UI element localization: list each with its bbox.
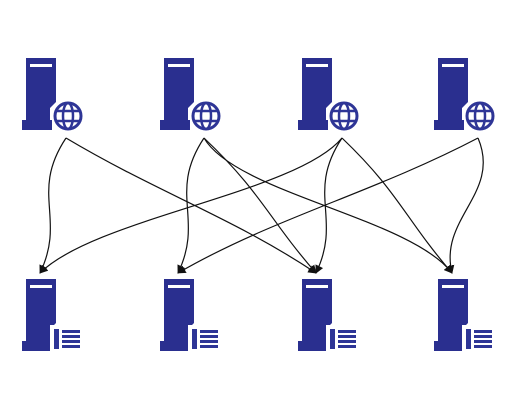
connection-arrow — [203, 137, 317, 274]
list-server-icon — [434, 279, 496, 353]
connection-arrow — [177, 137, 205, 274]
list-server-1 — [20, 277, 86, 359]
connection-arrow — [341, 137, 453, 274]
web-server-icon — [22, 58, 84, 132]
web-server-4 — [432, 56, 498, 138]
web-server-icon — [160, 58, 222, 132]
list-server-icon — [298, 279, 360, 353]
connection-arrow — [203, 137, 453, 274]
connection-arrow — [315, 137, 343, 274]
list-server-3 — [296, 277, 362, 359]
web-server-3 — [296, 56, 362, 138]
connection-arrow — [65, 137, 317, 274]
connection-arrow — [446, 137, 484, 274]
web-server-1 — [20, 56, 86, 138]
web-server-2 — [158, 56, 224, 138]
list-server-2 — [158, 277, 224, 359]
connection-arrow — [177, 137, 479, 274]
connection-arrow — [39, 137, 343, 274]
list-server-4 — [432, 277, 498, 359]
web-server-icon — [298, 58, 360, 132]
web-server-icon — [434, 58, 496, 132]
connection-arrow — [39, 137, 67, 274]
list-server-icon — [22, 279, 84, 353]
list-server-icon — [160, 279, 222, 353]
